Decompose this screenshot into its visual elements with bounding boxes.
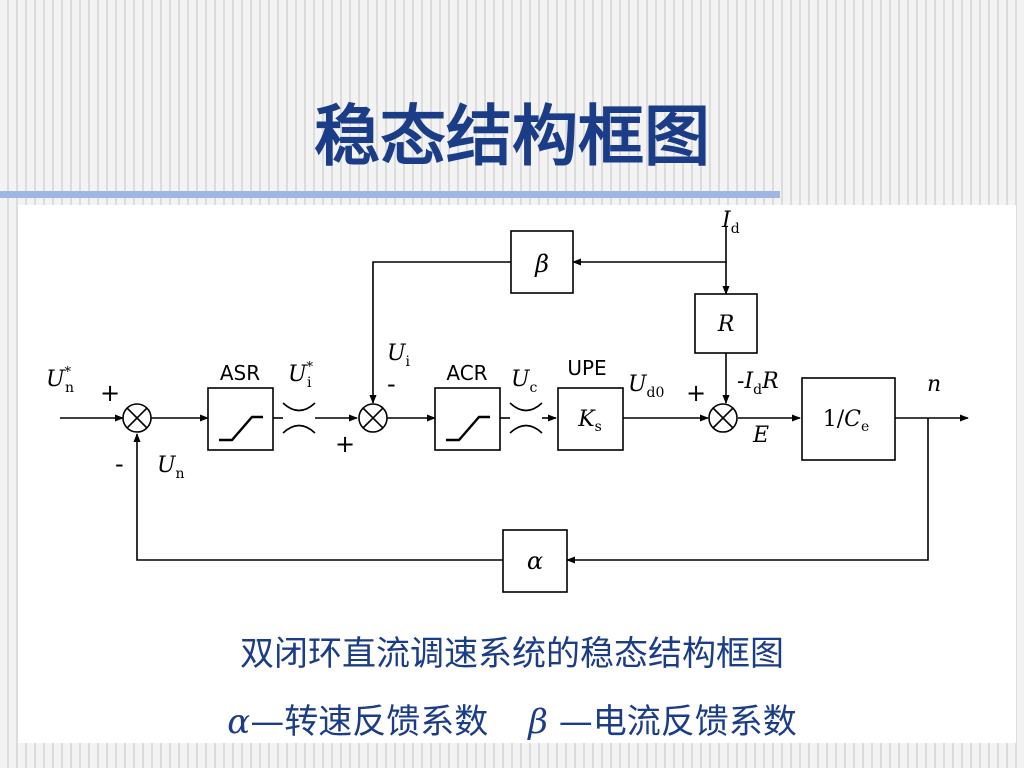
limiter-acr-icon [509, 402, 543, 434]
alpha-block [502, 529, 568, 593]
diagram-caption: 双闭环直流调速系统的稳态结构框图 [240, 634, 784, 674]
upe-block [557, 387, 624, 451]
acr-saturation-icon [446, 415, 490, 442]
acr-label: ACR [446, 361, 487, 385]
beta-description: —电流反馈系数 [558, 702, 797, 742]
slide-title: 稳态结构框图 [314, 98, 710, 175]
acr-block [434, 387, 501, 451]
uc-label: Uc [511, 367, 538, 396]
coefficient-legend: α—转速反馈系数 β —电流反馈系数 [0, 694, 1024, 743]
asr-saturation-icon [219, 415, 263, 442]
summing-junction-current [358, 403, 388, 433]
r-label: R [717, 312, 735, 337]
plant-label: 1/Ce [823, 407, 870, 435]
beta-block [510, 230, 574, 294]
asr-label: ASR [220, 361, 260, 385]
alpha-symbol: α [227, 702, 251, 742]
wire-current-feedback-b [369, 261, 511, 404]
wire-speed-feedback-a [566, 418, 929, 564]
ui-label: Ui [387, 341, 411, 370]
wire-speed-feedback-b [133, 433, 503, 561]
n-output-label: n [927, 372, 941, 397]
alpha-label: α [527, 547, 543, 575]
sign-minus-current-fb: - [387, 370, 396, 398]
summing-junction-speed [122, 403, 152, 433]
ks-label: Ks [577, 407, 602, 435]
beta-symbol: β [528, 702, 548, 742]
r-block [694, 293, 758, 354]
sign-plus-ud0: + [686, 379, 706, 407]
un-star-label: U*n [46, 365, 74, 396]
id-label: Id [721, 208, 740, 237]
e-label: E [752, 423, 769, 448]
title-underline [0, 191, 780, 198]
upe-label: UPE [567, 356, 606, 380]
asr-block [207, 387, 274, 451]
ud0-label: Ud0 [628, 372, 664, 401]
sign-plus-current-ref: + [335, 430, 355, 458]
diagram-panel [18, 205, 1016, 743]
wire-current-feedback-a [572, 227, 727, 266]
alpha-description: —转速反馈系数 [250, 702, 489, 742]
limiter-asr-icon [282, 402, 316, 434]
idr-label: -IdR [737, 369, 779, 398]
plant-block [801, 377, 896, 461]
ui-star-label: U*i [288, 360, 314, 391]
un-label: Un [157, 453, 185, 482]
sign-plus-speed-ref: + [100, 379, 120, 407]
sign-minus-speed-fb: - [115, 450, 124, 478]
summing-junction-emf [708, 403, 738, 433]
beta-label: β [534, 250, 549, 278]
